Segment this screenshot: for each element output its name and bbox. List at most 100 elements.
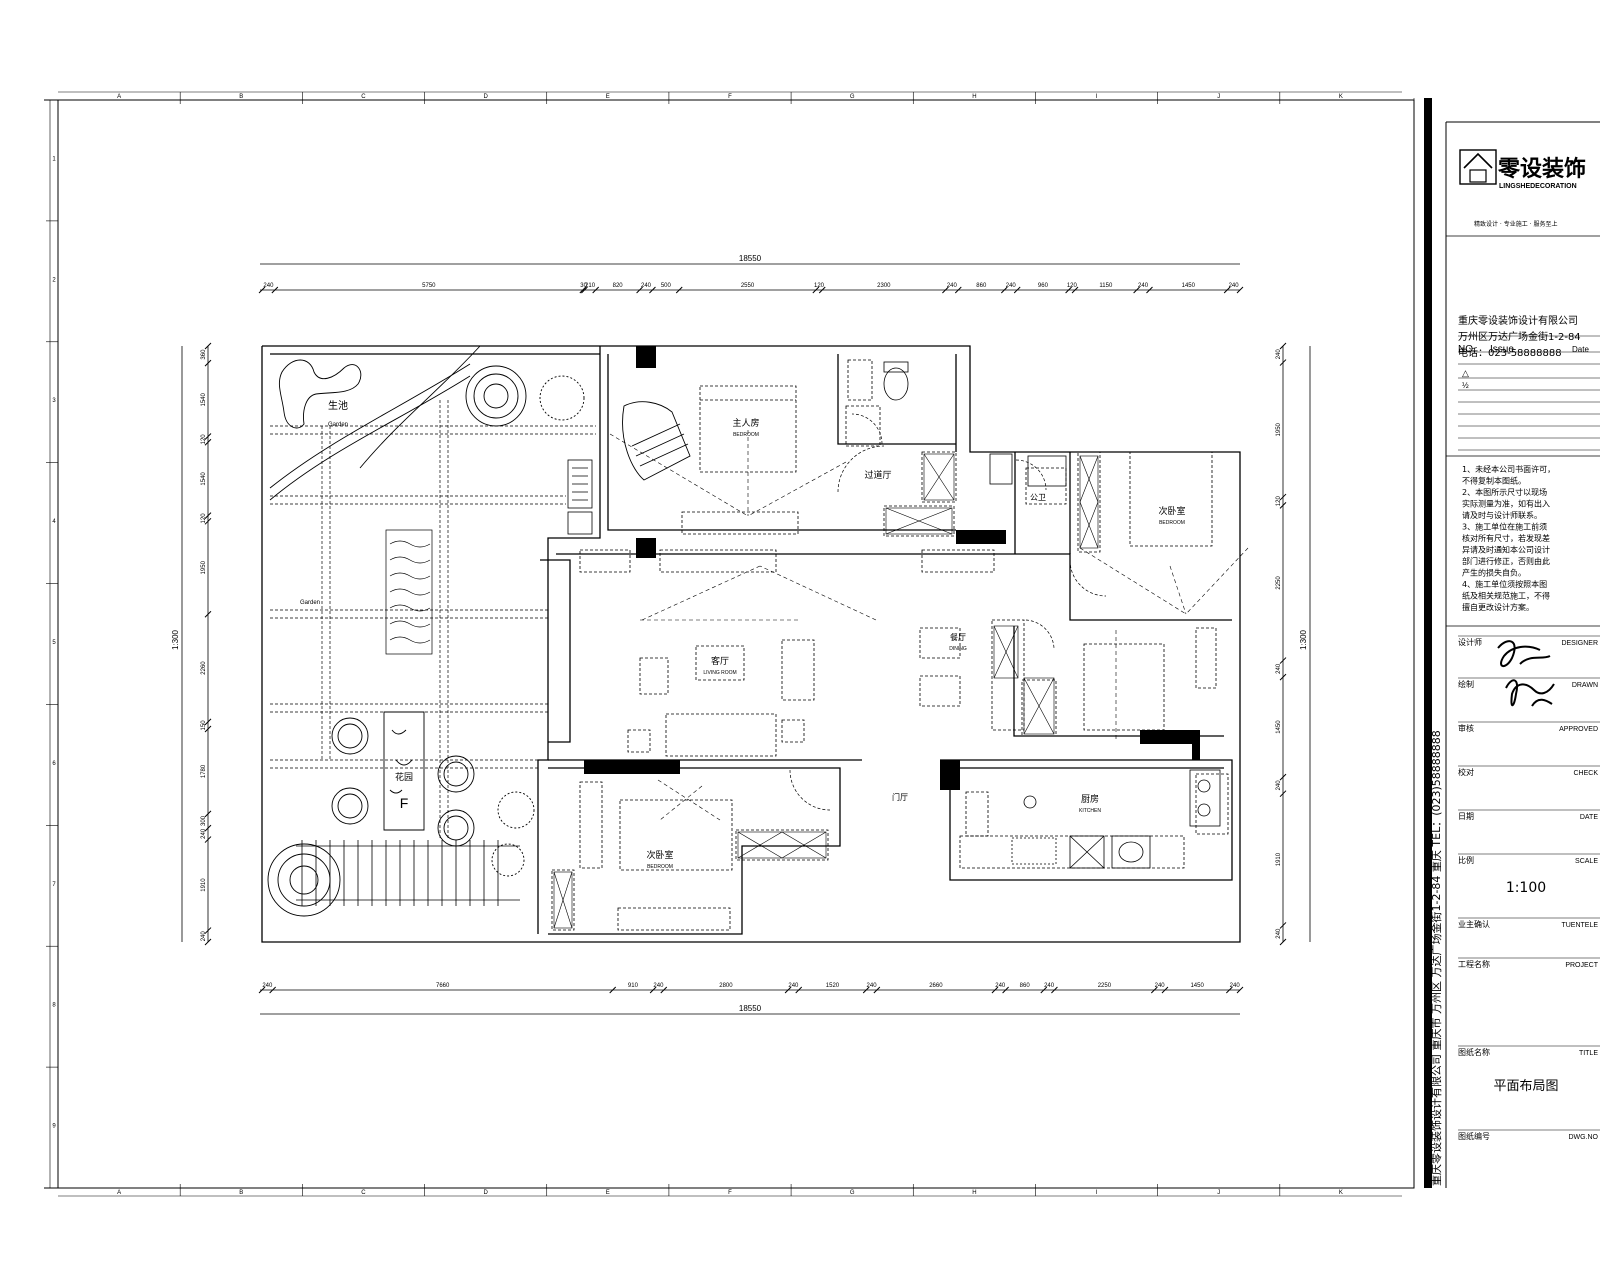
top-dim-12: 240: [1006, 283, 1017, 289]
grid-col-B: B: [239, 94, 243, 100]
grid-col-C: C: [361, 94, 366, 100]
right-dim-6: 240: [1276, 780, 1282, 791]
drawn-label-cn: 绘制: [1458, 679, 1474, 689]
approved-label-cn: 审核: [1458, 723, 1474, 733]
right-dim-3: 2250: [1276, 576, 1282, 590]
top-dim-2: 30: [580, 283, 587, 289]
bottom-dim-7: 240: [867, 983, 878, 989]
label-dining-en: DINING: [949, 646, 967, 652]
bedroom-chair: [622, 401, 691, 481]
wall-columns: [584, 346, 1200, 790]
bottom-dim-3: 240: [653, 983, 664, 989]
dimension-lines: [181, 263, 1311, 1015]
label-living-en: LIVING ROOM: [703, 670, 736, 676]
label-master-en: BEDROOM: [733, 432, 759, 438]
label-kitchen-en: KITCHEN: [1079, 808, 1101, 814]
label-hall: 门厅: [892, 792, 908, 802]
top-dim-7: 2550: [741, 283, 755, 289]
bottom-dim-6: 1520: [826, 983, 840, 989]
right-dim-8: 240: [1276, 928, 1282, 939]
left-dim-10: 240: [201, 828, 207, 839]
right-dimension-ticks: 240 1950 120 2250 240 1450 240 1910 240: [1276, 342, 1287, 946]
issue-marker-b: ½: [1462, 381, 1469, 390]
bottom-dim-13: 240: [1155, 983, 1166, 989]
top-dim-5: 240: [641, 283, 652, 289]
right-dim-7: 1910: [1276, 852, 1282, 866]
label-garden-en: Garden: [300, 600, 320, 606]
vertical-company-strip: 重庆零设装饰设计有限公司 重庆市 万州区 万达广场金街1-2-84 重庆 TEL…: [1429, 730, 1443, 1186]
top-dim-11: 860: [976, 283, 987, 289]
note-line-0: 1、未经本公司书面许可，: [1462, 464, 1555, 474]
left-dim-4: 120: [201, 513, 207, 524]
top-dim-4: 820: [613, 283, 624, 289]
issue-label: Issue: [1490, 344, 1514, 355]
right-dim-5: 1450: [1276, 720, 1282, 734]
drawing-title: 平面布局图: [1493, 1079, 1558, 1094]
project-label-en: PROJECT: [1565, 962, 1598, 969]
label-corridor: 过道厅: [864, 469, 891, 480]
grid-col-bottom-H: H: [972, 1190, 976, 1196]
company-slogan: 精致设计 · 专业施工 · 服务至上: [1474, 220, 1557, 228]
label-kitchen: 厨房: [1081, 793, 1099, 804]
issue-marker-a: △: [1462, 368, 1469, 378]
grid-col-K: K: [1339, 94, 1343, 100]
garden-fence: [296, 840, 520, 906]
company-name-cn: 零设装饰: [1497, 156, 1586, 182]
grid-row-3: 3: [52, 398, 56, 404]
issue-table-rows: [1446, 363, 1600, 457]
right-dim-0: 240: [1276, 349, 1282, 360]
garden-shrubs: [267, 365, 585, 917]
right-dim-4: 240: [1276, 663, 1282, 674]
wardrobes: [553, 453, 1099, 929]
scale-label-cn: 比例: [1458, 855, 1474, 865]
issue-date-label: Date: [1572, 345, 1589, 354]
project-label-cn: 工程名称: [1458, 959, 1490, 969]
note-line-7: 异请及时通知本公司设计: [1462, 545, 1550, 555]
top-dim-3: 210: [585, 283, 596, 289]
grid-col-E: E: [606, 94, 610, 100]
top-dim-6: 500: [661, 283, 672, 289]
pond-shape: [279, 359, 362, 429]
dwg-label-cn: 图纸编号: [1458, 1131, 1490, 1141]
issue-no-label: NO.: [1458, 344, 1476, 355]
overall-height-right: 1:300: [1299, 629, 1308, 650]
note-line-11: 纸及相关规范施工，不得: [1462, 591, 1550, 601]
left-dim-0: 360: [201, 349, 207, 360]
grid-col-D: D: [483, 94, 488, 100]
top-dim-1: 5750: [422, 283, 436, 289]
left-dim-7: 150: [201, 720, 207, 731]
note-line-9: 产生的损失自负。: [1462, 568, 1526, 578]
furniture: [551, 359, 1229, 931]
label-dining: 餐厅: [950, 633, 966, 642]
grid-col-bottom-D: D: [483, 1190, 488, 1196]
left-dim-2: 120: [201, 434, 207, 445]
designer-label-en: DESIGNER: [1561, 640, 1598, 647]
grid-col-F: F: [728, 94, 732, 100]
left-dim-9: 300: [201, 815, 207, 826]
grid-row-6: 6: [52, 761, 56, 767]
garden-stone-path: [383, 711, 425, 831]
note-line-6: 核对所有尺寸，若发现差: [1462, 533, 1550, 543]
check-label-cn: 校对: [1458, 767, 1474, 777]
grid-row-2: 2: [52, 277, 56, 283]
date-label-en: DATE: [1580, 814, 1598, 821]
top-dim-8: 120: [814, 283, 825, 289]
grid-col-bottom-J: J: [1217, 1190, 1220, 1196]
signature-marks: [1497, 640, 1555, 707]
bottom-dim-10: 860: [1020, 983, 1031, 989]
label-garden: 花园: [395, 771, 413, 782]
right-dim-1: 1950: [1276, 422, 1282, 436]
grid-col-bottom-E: E: [606, 1190, 610, 1196]
grid-row-5: 5: [52, 640, 56, 646]
bottom-dim-9: 240: [995, 983, 1006, 989]
label-pond: 生池: [328, 399, 348, 412]
overall-width-bottom: 18550: [739, 1004, 762, 1013]
garden-paving: [270, 400, 596, 840]
top-dim-16: 240: [1138, 283, 1149, 289]
right-dim-2: 120: [1276, 496, 1282, 507]
company-logo: 零设装饰 LINGSHEDECORATION: [1459, 149, 1586, 190]
